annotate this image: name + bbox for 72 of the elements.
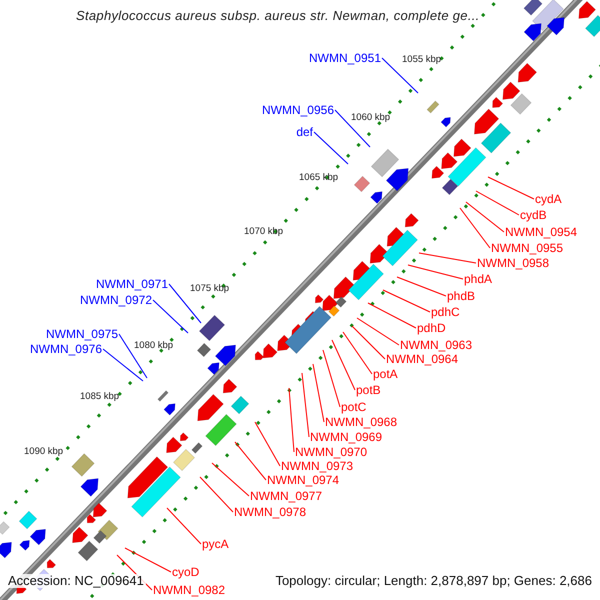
scale-tick-label: 1060 kbp <box>351 111 390 125</box>
leader-line <box>302 372 310 438</box>
gene-label: def <box>296 125 313 139</box>
genome-info-text: Topology: circular; Length: 2,878,897 bp; Genes: 2,686 <box>273 574 594 588</box>
gene-label: NWMN_0963 <box>400 338 472 352</box>
leader-line <box>476 190 520 216</box>
leader-line <box>382 290 430 312</box>
gene-label: NWMN_0956 <box>262 103 334 117</box>
gene-label: NWMN_0975 <box>46 327 118 341</box>
scale-tick-label: 1085 kbp <box>80 390 120 404</box>
gene-label: phdB <box>447 289 476 303</box>
gene-label: pdhC <box>431 305 460 319</box>
gene-label: potC <box>341 400 366 414</box>
leader-line <box>118 334 148 378</box>
leader-line <box>314 132 348 164</box>
gene-label: NWMN_0976 <box>30 342 102 356</box>
gene-label: NWMN_0958 <box>477 256 550 270</box>
gene-label: NWMN_0969 <box>310 430 382 444</box>
gene-label: cydB <box>520 208 547 222</box>
leader-line <box>460 208 490 248</box>
gene-label: NWMN_0973 <box>281 459 354 473</box>
gene-label: NWMN_0964 <box>386 352 458 366</box>
scale-tick-label: 1065 kbp <box>299 171 338 185</box>
gene-label: pdhD <box>417 321 446 335</box>
leader-line <box>488 176 534 200</box>
leader-line <box>466 202 504 232</box>
leader-line <box>342 332 372 374</box>
leader-line <box>352 326 386 360</box>
title: Staphylococcus aureus subsp. aureus str. Newman, complete ge... <box>76 9 480 23</box>
leader-line <box>234 442 266 480</box>
leader-line <box>332 340 356 390</box>
accession-text: Accession: NC_009641 <box>6 574 146 588</box>
gene-label: potA <box>373 367 398 381</box>
gene-label: pycA <box>202 537 229 551</box>
scale-tick-label: 1080 kbp <box>134 339 174 353</box>
leader-line <box>102 348 144 382</box>
gene-label: NWMN_0978 <box>234 505 306 519</box>
leader-line <box>312 364 324 422</box>
leader-line <box>168 284 202 324</box>
gene-label: NWMN_0970 <box>295 445 368 459</box>
gene-label: NWMN_0955 <box>491 241 564 255</box>
scale-tick-label: 1055 kbp <box>402 53 442 67</box>
gene-label: NWMN_0977 <box>250 489 322 503</box>
gene-label: NWMN_0982 <box>153 583 226 597</box>
leader-line <box>124 548 172 572</box>
gene-label: NWMN_0971 <box>96 277 168 291</box>
gene-label: NWMN_0954 <box>505 225 578 239</box>
gene-label: NWMN_0951 <box>308 51 381 65</box>
scale-tick-label: 1090 kbp <box>24 445 64 459</box>
scale-tick-label: 1075 kbp <box>190 282 230 296</box>
leader-line <box>166 508 202 544</box>
leader-line <box>382 58 418 94</box>
leader-line <box>356 318 400 346</box>
leader-line <box>334 110 370 148</box>
gene-label: cyoD <box>172 565 200 579</box>
leader-line <box>152 300 188 334</box>
gene-label: potB <box>356 383 381 397</box>
gene-label: NWMN_0972 <box>80 293 152 307</box>
leader-line <box>396 276 446 296</box>
gene-label: cydA <box>535 192 562 206</box>
leader-line <box>418 252 476 264</box>
scale-tick-label: 1070 kbp <box>244 225 284 239</box>
leader-line <box>408 264 464 280</box>
gene-label: NWMN_0968 <box>325 415 398 429</box>
gene-label: NWMN_0974 <box>267 473 340 487</box>
leader-line <box>254 422 280 466</box>
leader-line <box>288 388 294 452</box>
gene-label: phdA <box>464 272 492 286</box>
leader-line <box>200 476 234 512</box>
leader-line <box>212 462 250 496</box>
leader-line <box>322 350 340 408</box>
leader-line <box>368 302 416 328</box>
